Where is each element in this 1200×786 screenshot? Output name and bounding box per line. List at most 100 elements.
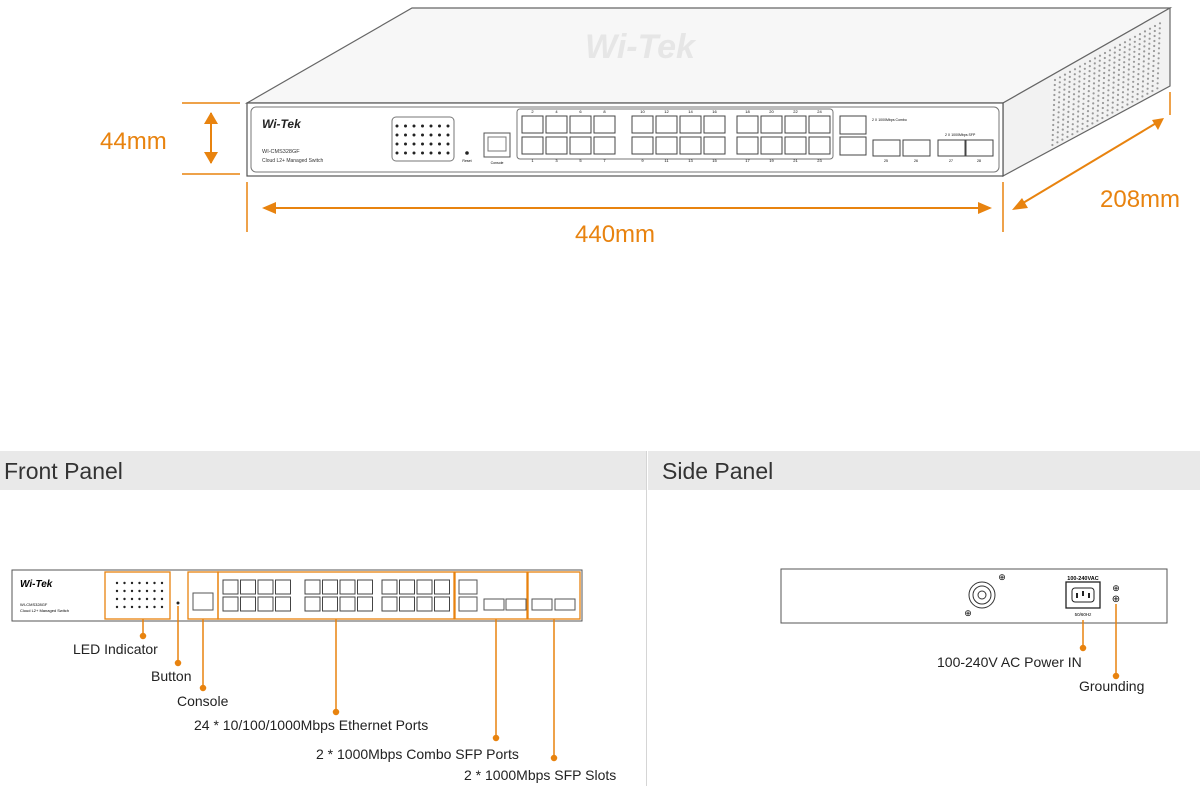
ethernet-port bbox=[521, 115, 544, 134]
vent-hole bbox=[1143, 50, 1146, 53]
vent-hole bbox=[1121, 96, 1124, 99]
vent-hole bbox=[1052, 108, 1055, 112]
console-label: Console bbox=[491, 161, 504, 165]
vent-hole bbox=[1073, 78, 1076, 81]
ethernet-port bbox=[275, 596, 291, 612]
port-number: 23 bbox=[817, 158, 822, 163]
vent-hole bbox=[1143, 35, 1146, 38]
vent-hole bbox=[1117, 73, 1120, 76]
vent-hole bbox=[1151, 79, 1154, 83]
port-number: 26 bbox=[914, 159, 918, 163]
vent-hole bbox=[1156, 77, 1159, 80]
vent-hole bbox=[1132, 60, 1136, 63]
ethernet-port bbox=[257, 596, 274, 612]
vent-hole bbox=[1133, 50, 1136, 53]
description-label: Cloud L2+ Managed Switch bbox=[262, 158, 324, 164]
led bbox=[446, 142, 450, 146]
led bbox=[123, 581, 126, 585]
front-description-label: Cloud L2+ Managed Switch bbox=[20, 608, 69, 613]
vent-hole bbox=[1081, 122, 1084, 125]
ethernet-port bbox=[655, 115, 678, 134]
vent-hole bbox=[1058, 96, 1061, 99]
reset-button bbox=[465, 151, 469, 155]
vent-hole bbox=[1157, 52, 1160, 55]
vent-hole bbox=[1092, 102, 1095, 105]
vent-hole bbox=[1123, 51, 1126, 54]
vent-hole bbox=[1153, 44, 1156, 48]
vent-hole bbox=[1071, 118, 1075, 121]
vent-hole bbox=[1113, 56, 1116, 59]
ethernet-port bbox=[521, 136, 544, 155]
vent-hole bbox=[1103, 71, 1106, 75]
vent-hole bbox=[1123, 41, 1127, 44]
vent-hole bbox=[1092, 87, 1095, 90]
vent-hole bbox=[1056, 126, 1060, 129]
vent-hole bbox=[1062, 103, 1065, 106]
vent-hole bbox=[1058, 91, 1061, 94]
vent-hole bbox=[1087, 100, 1090, 103]
vent-hole bbox=[1132, 80, 1135, 83]
led bbox=[153, 605, 156, 609]
power-rating-label: 100-240VAC bbox=[1067, 576, 1098, 582]
vent-hole bbox=[1137, 78, 1140, 81]
ethernet-port bbox=[357, 579, 373, 595]
vent-hole bbox=[1097, 79, 1101, 82]
vent-hole bbox=[1053, 83, 1056, 87]
vent-hole bbox=[1152, 59, 1155, 63]
vent-hole bbox=[1101, 111, 1104, 115]
vent-hole bbox=[1138, 53, 1141, 56]
vent-hole bbox=[1133, 55, 1136, 58]
vent-hole bbox=[1118, 58, 1121, 62]
vent-hole bbox=[1077, 100, 1080, 103]
vent-hole bbox=[1121, 101, 1124, 104]
ethernet-port bbox=[808, 136, 831, 155]
ethernet-port bbox=[240, 596, 256, 612]
vent-hole bbox=[1077, 90, 1081, 93]
vent-hole bbox=[1083, 72, 1086, 75]
vent-hole bbox=[1071, 128, 1074, 131]
led bbox=[421, 124, 424, 128]
vent-hole bbox=[1058, 86, 1061, 89]
ethernet-port bbox=[569, 115, 592, 134]
vent-hole bbox=[1052, 103, 1056, 107]
vent-hole bbox=[1102, 76, 1106, 80]
vent-hole bbox=[1067, 100, 1070, 103]
vent-hole bbox=[1108, 49, 1112, 52]
ethernet-port bbox=[339, 596, 356, 612]
callout-grounding: Grounding bbox=[1079, 678, 1145, 694]
vent-hole bbox=[1141, 85, 1144, 88]
vent-hole bbox=[1097, 89, 1100, 92]
ethernet-port bbox=[760, 136, 783, 155]
ethernet-port bbox=[222, 596, 239, 612]
vent-hole bbox=[1133, 45, 1136, 48]
port-number: 5 bbox=[579, 158, 582, 163]
ethernet-port bbox=[434, 596, 450, 612]
vent-hole bbox=[1082, 92, 1085, 95]
vent-hole bbox=[1146, 82, 1149, 85]
vent-hole bbox=[1066, 120, 1070, 123]
ethernet-port bbox=[760, 115, 783, 134]
vent-hole bbox=[1101, 101, 1105, 105]
vent-hole bbox=[1051, 133, 1054, 137]
led bbox=[130, 589, 134, 593]
vent-hole bbox=[1072, 113, 1075, 116]
ethernet-port bbox=[655, 136, 678, 155]
vent-hole bbox=[1147, 62, 1150, 65]
led bbox=[438, 142, 441, 146]
vent-hole bbox=[1157, 67, 1160, 70]
vent-hole bbox=[1086, 120, 1089, 123]
ethernet-port bbox=[679, 136, 702, 155]
ethernet-port bbox=[416, 596, 433, 612]
led-matrix bbox=[391, 116, 455, 162]
port-number: 9 bbox=[641, 158, 644, 163]
ethernet-port bbox=[357, 596, 373, 612]
vent-hole bbox=[1091, 117, 1094, 120]
vent-hole bbox=[1147, 67, 1150, 70]
vent-hole bbox=[1062, 113, 1065, 116]
ethernet-port bbox=[784, 136, 807, 155]
vent-hole bbox=[1057, 106, 1060, 109]
vent-hole bbox=[1107, 84, 1110, 87]
led bbox=[138, 605, 141, 609]
vent-hole bbox=[1157, 62, 1160, 65]
ethernet-port bbox=[736, 136, 759, 155]
